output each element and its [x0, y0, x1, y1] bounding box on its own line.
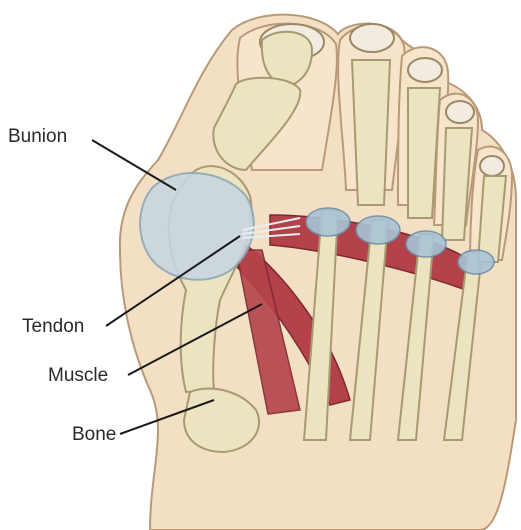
bunion-label: Bunion: [8, 126, 67, 147]
third-toenail: [408, 58, 442, 82]
second-toenail: [350, 24, 394, 52]
muscle-label: Muscle: [48, 365, 108, 386]
second-mtp-joint: [306, 208, 350, 236]
tendon-label: Tendon: [22, 316, 84, 337]
fourth-toenail: [446, 101, 474, 123]
second-toe-phalanges: [352, 60, 390, 205]
third-mtp-joint: [356, 216, 400, 244]
bone-label: Bone: [72, 424, 116, 445]
fourth-mtp-joint: [406, 231, 446, 257]
fifth-toenail: [480, 156, 504, 176]
fifth-mtp-joint: [458, 250, 494, 274]
